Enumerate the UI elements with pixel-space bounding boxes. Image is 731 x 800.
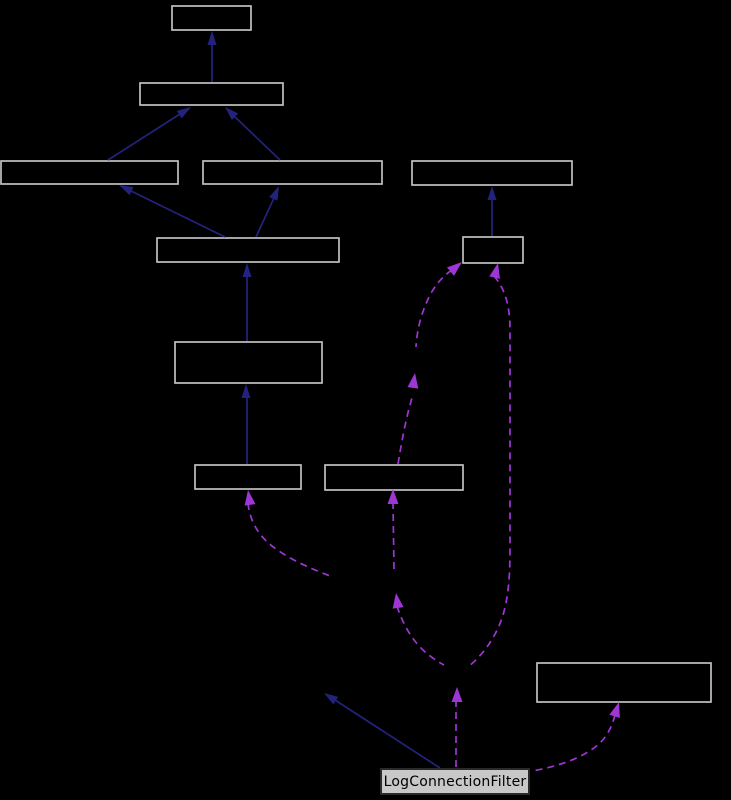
diagram-edge-u5 xyxy=(415,269,453,348)
edge-arrowhead-e6 xyxy=(487,186,497,200)
edge-arrowhead-u7 xyxy=(489,263,500,279)
diagram-node-n8[interactable] xyxy=(174,341,323,384)
edge-arrowhead-u3 xyxy=(392,593,404,609)
diagram-node-n9[interactable] xyxy=(194,464,302,490)
edge-arrowhead-e2 xyxy=(176,107,191,119)
diagram-node-n2[interactable] xyxy=(139,82,284,106)
diagram-edge-u7 xyxy=(466,275,511,669)
edge-arrowhead-u6 xyxy=(407,373,419,389)
diagram-node-n5[interactable] xyxy=(411,160,573,186)
diagram-edge-e3 xyxy=(233,115,281,161)
node-logconnectionfilter: LogConnectionFilter xyxy=(380,768,530,795)
diagram-edge-u8 xyxy=(531,714,616,772)
diagram-node-n7[interactable] xyxy=(462,236,524,264)
edge-arrowhead-e5 xyxy=(269,186,279,201)
diagram-node-n6[interactable] xyxy=(156,237,340,263)
diagram-edge-u6 xyxy=(397,397,413,465)
edge-arrowhead-u8 xyxy=(609,702,620,718)
diagram-edge-u3 xyxy=(396,605,445,666)
diagram-node-n1[interactable] xyxy=(171,5,252,31)
edge-arrowhead-e7 xyxy=(242,263,252,277)
diagram-edge-e5 xyxy=(255,197,275,238)
edge-arrowhead-e1 xyxy=(207,31,217,45)
edge-arrowhead-e4 xyxy=(119,185,134,196)
diagram-node-n10[interactable] xyxy=(324,464,464,491)
diagram-edge-e9 xyxy=(334,699,441,769)
diagram-node-n3[interactable] xyxy=(0,160,179,185)
edge-arrowhead-e9 xyxy=(324,693,339,705)
diagram-node-n4[interactable] xyxy=(202,160,383,185)
current-node-label: LogConnectionFilter xyxy=(383,773,527,790)
diagram-edge-u2 xyxy=(392,501,395,571)
edge-arrowhead-u2 xyxy=(387,489,399,504)
edge-arrowhead-u5 xyxy=(446,262,462,276)
edge-arrowhead-e8 xyxy=(241,384,251,398)
diagram-node-n11[interactable] xyxy=(536,662,712,703)
edge-arrowhead-u4 xyxy=(451,687,463,702)
diagram-edge-e4 xyxy=(130,190,226,238)
diagram-edge-u1 xyxy=(247,502,331,577)
edge-arrowhead-u1 xyxy=(244,490,256,506)
diagram-edge-e2 xyxy=(107,113,181,161)
edge-arrowhead-e3 xyxy=(225,107,239,120)
